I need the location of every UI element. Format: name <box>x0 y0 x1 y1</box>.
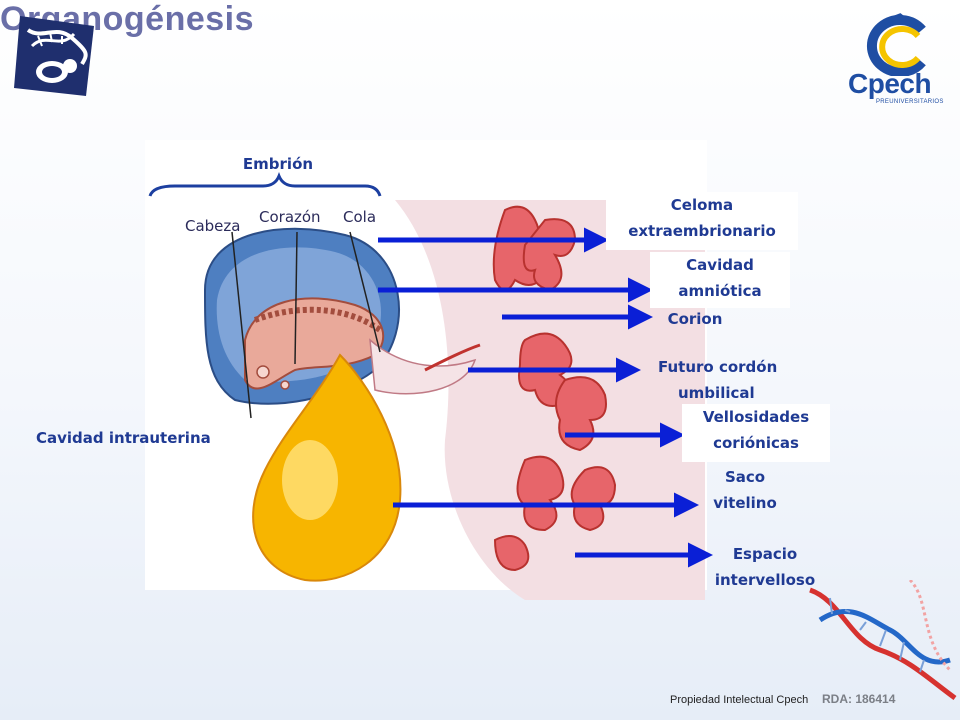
cpech-logo <box>860 12 940 77</box>
cabeza-label: Cabeza <box>185 217 241 235</box>
footer-rda: RDA: 186414 <box>822 692 896 706</box>
corazon-label: Corazón <box>259 208 321 226</box>
footer-owner: Propiedad Intelectual Cpech <box>670 694 809 706</box>
embrion-bracket <box>148 171 382 197</box>
cola-label: Cola <box>343 208 377 226</box>
logo-wordmark: Cpech <box>848 68 932 99</box>
page-title: Organogénesis <box>0 0 255 38</box>
dna-helix-decoration <box>800 578 960 701</box>
corion-label: Corion <box>667 310 723 328</box>
cavidad-intrauterina-label: Cavidad intrauterina <box>36 429 211 447</box>
embrion-label: Embrión <box>242 155 314 173</box>
logo-subtitle: PREUNIVERSITARIOS <box>876 99 944 105</box>
embryo-dna-logo <box>12 10 98 100</box>
